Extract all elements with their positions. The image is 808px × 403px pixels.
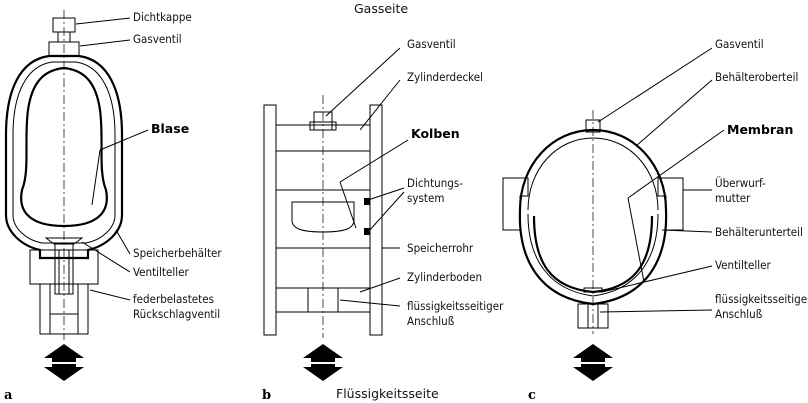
label-b-storage-pipe: Speicherrohr (407, 241, 474, 255)
label-c-membrane: Membran (727, 122, 793, 137)
panel-label-b: b (262, 388, 271, 403)
label-b-seal-line1: Dichtungs- (407, 176, 463, 190)
panel-label-a: a (4, 388, 13, 403)
label-a-check-valve-line2: Rückschlagventil (133, 307, 220, 321)
label-a-bladder: Blase (151, 121, 189, 136)
label-b-gas-valve: Gasventil (407, 37, 456, 51)
label-c-valve-disc: Ventilteller (715, 258, 771, 272)
label-b-fluid-port-line1: flüssigkeitsseitiger (407, 299, 504, 313)
label-b-piston: Kolben (411, 126, 460, 141)
label-c-fluid-port-line2: Anschluß (715, 307, 763, 321)
diagram-b-piston-accumulator (263, 47, 409, 381)
label-a-cap: Dichtkappe (133, 10, 192, 24)
diagram-a-bladder-accumulator (4, 10, 149, 381)
fluid-side-heading: Flüssigkeitsseite (336, 386, 439, 401)
diagram-c-diaphragm-accumulator (502, 47, 725, 381)
label-b-fluid-port-line2: Anschluß (407, 314, 455, 328)
label-a-valve-disc: Ventilteller (133, 265, 189, 279)
panel-label-c: c (528, 388, 536, 403)
label-c-union-nut-line2: mutter (715, 191, 751, 205)
label-a-gas-valve: Gasventil (133, 32, 182, 46)
label-c-gas-valve: Gasventil (715, 37, 764, 51)
label-c-union-nut-line1: Überwurf- (715, 174, 766, 190)
label-c-lower-part: Behälterunterteil (715, 225, 803, 239)
label-b-cylinder-cover: Zylinderdeckel (407, 70, 483, 84)
label-b-seal-line2: system (407, 191, 444, 205)
label-a-vessel: Speicherbehälter (133, 246, 222, 260)
label-c-upper-part: Behälteroberteil (715, 70, 798, 84)
label-b-cylinder-bottom: Zylinderboden (407, 270, 482, 284)
gas-side-heading: Gasseite (354, 1, 408, 16)
label-c-fluid-port-line1: flüssigkeitsseitiger (715, 292, 808, 306)
label-a-check-valve-line1: federbelastetes (133, 292, 214, 306)
